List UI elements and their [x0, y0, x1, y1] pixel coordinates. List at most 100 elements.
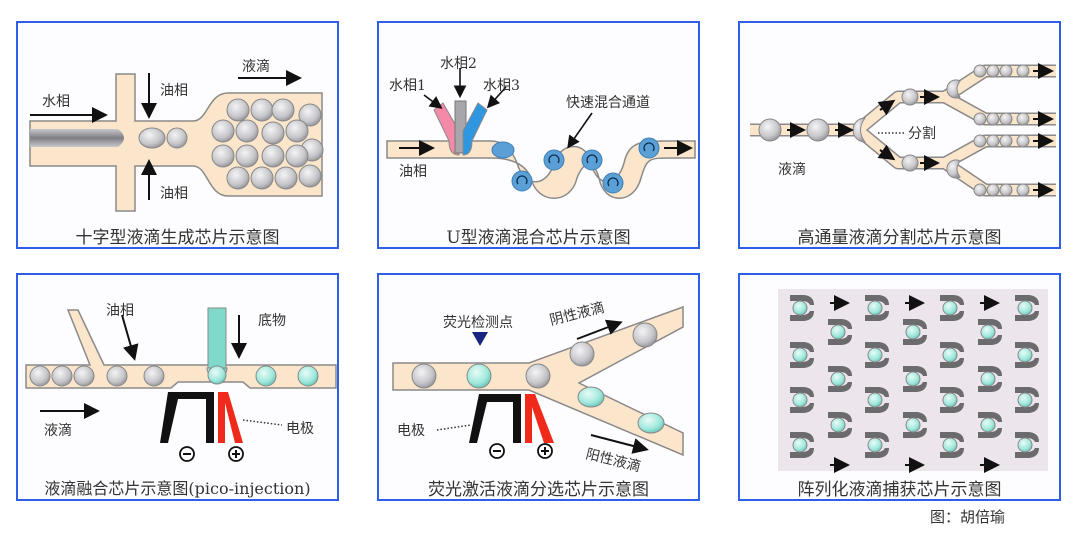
droplet: [261, 121, 285, 145]
trap-lower: [978, 335, 1002, 345]
droplet: [973, 134, 987, 148]
label-water3: 水相3: [483, 78, 520, 94]
droplet: [632, 322, 658, 348]
panel-pico-injection: 油相 底物 液滴 电极 液滴融合芯片示意图(pico-injection): [16, 273, 339, 501]
trap-upper: [940, 387, 964, 397]
droplet: [999, 134, 1013, 148]
droplet: [274, 166, 298, 190]
droplet: [792, 300, 808, 316]
trap-upper: [940, 432, 964, 442]
droplet: [51, 365, 73, 387]
detection-point-icon: [472, 332, 488, 346]
droplet: [867, 392, 883, 408]
trap: [903, 319, 927, 345]
droplet: [285, 144, 309, 168]
droplet: [411, 363, 437, 389]
trap: [790, 342, 814, 368]
trap: [978, 366, 1002, 392]
trap-lower: [903, 335, 927, 345]
trap-lower: [978, 382, 1002, 392]
u-mixing-diagram: 水相1 水相2 水相3 快速混合通道 油相: [386, 56, 696, 199]
electrode-positive: [218, 392, 243, 443]
trap: [865, 342, 889, 368]
trap-lower: [790, 403, 814, 413]
electrode-negative: [160, 392, 214, 443]
trap-lower: [940, 358, 964, 368]
droplet: [207, 365, 227, 385]
trap-upper: [1015, 295, 1039, 305]
trap-upper: [978, 366, 1002, 376]
droplet: [235, 144, 259, 168]
caption: 阵列化液滴捕获芯片示意图: [797, 480, 1002, 500]
droplet: [602, 172, 624, 194]
caption: 液滴融合芯片示意图(pico-injection): [44, 479, 311, 498]
droplet: [980, 371, 996, 387]
trap-lower: [865, 311, 889, 321]
splitting-droplet: [852, 117, 867, 143]
label-positive-droplets: 阳性液滴: [584, 445, 642, 475]
trap: [940, 295, 964, 321]
trap: [903, 366, 927, 392]
caption: 高通量液滴分割芯片示意图: [797, 228, 1002, 248]
trap: [1015, 387, 1039, 413]
trap-lower: [1015, 358, 1039, 368]
droplet: [986, 64, 1000, 78]
electrode-negative: [469, 394, 521, 443]
droplet: [986, 134, 1000, 148]
droplet: [999, 112, 1013, 126]
droplet: [980, 417, 996, 433]
trap-upper: [790, 342, 814, 352]
caption: 荧光激活液滴分选芯片示意图: [428, 480, 649, 500]
trap: [1015, 342, 1039, 368]
caption: 十字型液滴生成芯片示意图: [75, 228, 280, 248]
trap: [940, 432, 964, 458]
trap-upper: [865, 295, 889, 305]
trap-lower: [828, 382, 852, 392]
trap-upper: [865, 342, 889, 352]
panel-splitting: 分割 液滴 高通量液滴分割芯片示意图: [738, 21, 1061, 249]
droplet: [758, 118, 782, 142]
droplet: [942, 392, 958, 408]
arrow-icon: [877, 99, 896, 116]
splitting-droplet: [946, 159, 961, 179]
droplet: [942, 437, 958, 453]
splitting-diagram: 分割 液滴: [750, 63, 1056, 198]
droplet: [511, 170, 533, 192]
water3-arrow-icon: [486, 86, 507, 109]
label-droplets: 液滴: [242, 58, 270, 75]
label-oil: 油相: [106, 303, 134, 319]
droplet: [250, 98, 274, 122]
trap-upper: [790, 295, 814, 305]
trap-lower: [903, 382, 927, 392]
trap-lower: [865, 358, 889, 368]
trap-upper: [790, 432, 814, 442]
droplet: [1016, 112, 1030, 126]
trap: [828, 366, 852, 392]
droplet: [138, 127, 166, 149]
droplet: [792, 392, 808, 408]
label-fast-mixing-channel: 快速混合通道: [566, 95, 650, 111]
arrow-icon: [877, 144, 896, 161]
droplet: [973, 183, 987, 197]
droplet: [1017, 347, 1033, 363]
droplet: [298, 103, 322, 127]
trap: [978, 412, 1002, 438]
trap-upper: [903, 366, 927, 376]
droplet: [577, 386, 605, 408]
label-detection-point: 荧光检测点: [443, 314, 513, 331]
caption: U型液滴混合芯片示意图: [446, 228, 631, 248]
trap: [978, 319, 1002, 345]
droplet: [905, 324, 921, 340]
electrode-leader-line: [436, 424, 472, 431]
droplet: [1017, 392, 1033, 408]
vortex-icon: [643, 142, 655, 152]
droplet: [1016, 64, 1030, 78]
label-droplets: 液滴: [778, 161, 806, 178]
trap-lower: [865, 403, 889, 413]
droplet: [942, 347, 958, 363]
trap-lower: [790, 358, 814, 368]
droplet: [226, 98, 250, 122]
water-feed-stream: [30, 129, 124, 147]
droplets: [411, 322, 665, 434]
trap-upper: [828, 412, 852, 422]
